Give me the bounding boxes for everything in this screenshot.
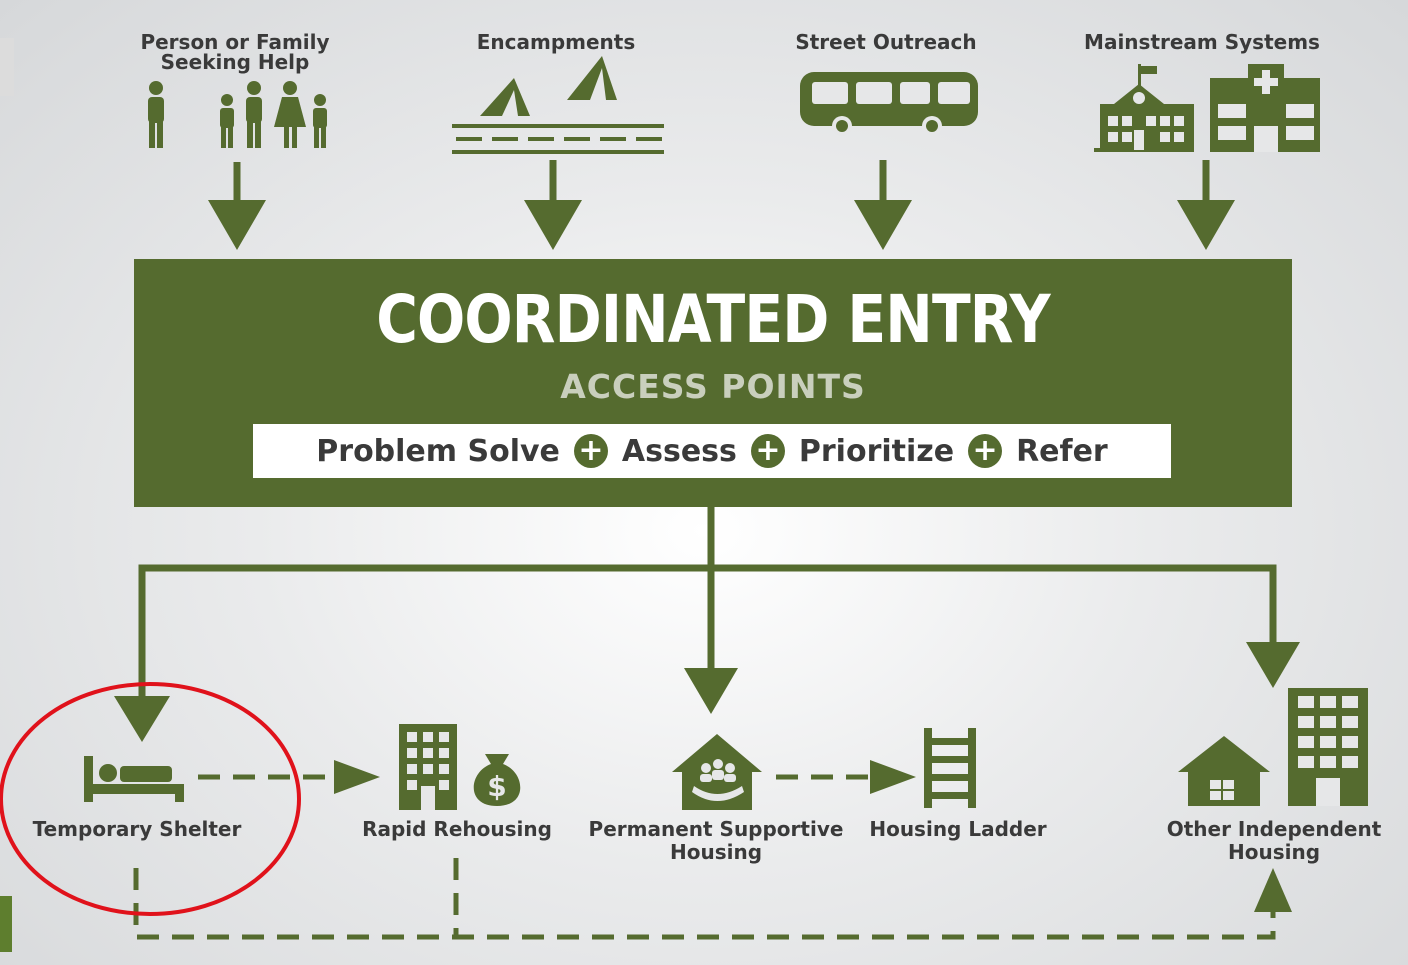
arrow-mainstream-systems [1177, 200, 1235, 250]
family-icon [148, 81, 327, 148]
ladder-icon [924, 728, 976, 808]
school-hospital-icon [1094, 64, 1320, 152]
bus-icon [800, 72, 978, 136]
dest-label-permanent-supportive-housing: Permanent Supportive Housing [588, 817, 844, 864]
coordinated-entry-title: COORDINATED ENTRY [376, 281, 1050, 358]
plus-icon: + [750, 434, 785, 468]
dest-label-rapid-rehousing: Rapid Rehousing [362, 817, 552, 841]
step-refer: Refer [1016, 433, 1108, 469]
arrow-permanent-supportive [684, 668, 738, 714]
house-hand-icon [672, 734, 762, 810]
access-points-subtitle: ACCESS POINTS [560, 367, 866, 406]
dest-label-housing-ladder: Housing Ladder [869, 817, 1047, 841]
arrow-encampments [524, 200, 582, 250]
coordinated-entry-box: COORDINATED ENTRY ACCESS POINTS Problem … [134, 259, 1292, 507]
dashed-arrowhead-other-independent [1254, 868, 1292, 912]
dest-label-other-independent-housing: Other Independent Housing [1166, 817, 1382, 864]
source-label-person-family: Person or Family Seeking Help [140, 30, 330, 74]
bed-icon [84, 756, 184, 802]
svg-text:$: $ [487, 770, 506, 803]
source-label-encampments: Encampments [476, 30, 636, 54]
arrow-other-independent [1246, 642, 1300, 688]
left-edge-tab [0, 896, 12, 952]
source-label-street-outreach: Street Outreach [795, 30, 977, 54]
arrow-person-family [208, 200, 266, 250]
tents-icon [452, 56, 664, 154]
dashed-arrowhead-rapid-rehousing [334, 760, 380, 794]
steps-bar: Problem Solve + Assess + Prioritize + Re… [253, 424, 1171, 478]
source-label-mainstream-systems: Mainstream Systems [1084, 30, 1320, 54]
left-edge-strip [0, 38, 14, 96]
plus-icon: + [968, 434, 1003, 468]
highlight-circle [0, 682, 301, 916]
step-problem-solve: Problem Solve [316, 433, 560, 469]
arrow-temporary-shelter [114, 696, 170, 742]
building-money-icon: $ [399, 724, 521, 810]
house-building-icon [1178, 688, 1368, 806]
step-assess: Assess [621, 433, 737, 469]
dest-label-temporary-shelter: Temporary Shelter [32, 817, 242, 841]
dashed-arrowhead-housing-ladder [870, 760, 916, 794]
arrow-street-outreach [854, 200, 912, 250]
step-prioritize: Prioritize [798, 433, 955, 469]
plus-icon: + [573, 434, 608, 468]
